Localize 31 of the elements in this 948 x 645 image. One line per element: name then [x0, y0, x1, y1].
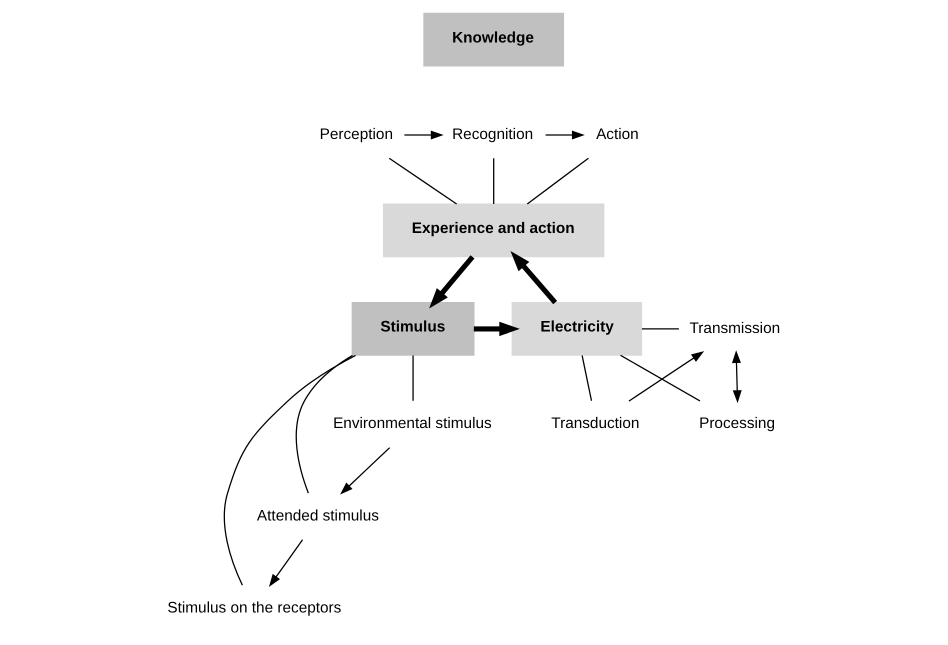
connector [295, 354, 352, 494]
node-text: Action [596, 126, 638, 143]
node-text: Processing [698, 415, 775, 432]
arrow [428, 255, 474, 309]
connector [223, 354, 356, 586]
arrow [268, 539, 303, 587]
node-text: Recognition [452, 126, 533, 143]
arrow [404, 130, 444, 140]
arrow [340, 447, 390, 495]
arrow [510, 251, 557, 304]
node-text: Attended stimulus [256, 507, 378, 524]
node-box: Knowledge [422, 12, 564, 67]
node-box: Stimulus [351, 302, 474, 356]
connector [581, 355, 592, 401]
node-box: Electricity [511, 302, 642, 356]
node-text: Transduction [550, 415, 639, 432]
connector [526, 158, 588, 204]
arrow [473, 322, 520, 336]
arrow [732, 350, 742, 404]
node-text: Environmental stimulus [332, 415, 492, 432]
connector [388, 158, 456, 204]
arrow [545, 130, 584, 140]
connector [492, 158, 494, 204]
node-text: Transmission [689, 320, 780, 337]
node-text: Perception [319, 126, 393, 143]
connector [412, 356, 414, 401]
arrow [628, 351, 704, 402]
connector [641, 328, 678, 330]
connector [620, 354, 700, 402]
node-text: Stimulus on the receptors [166, 599, 341, 616]
node-box: Experience and action [382, 203, 604, 258]
